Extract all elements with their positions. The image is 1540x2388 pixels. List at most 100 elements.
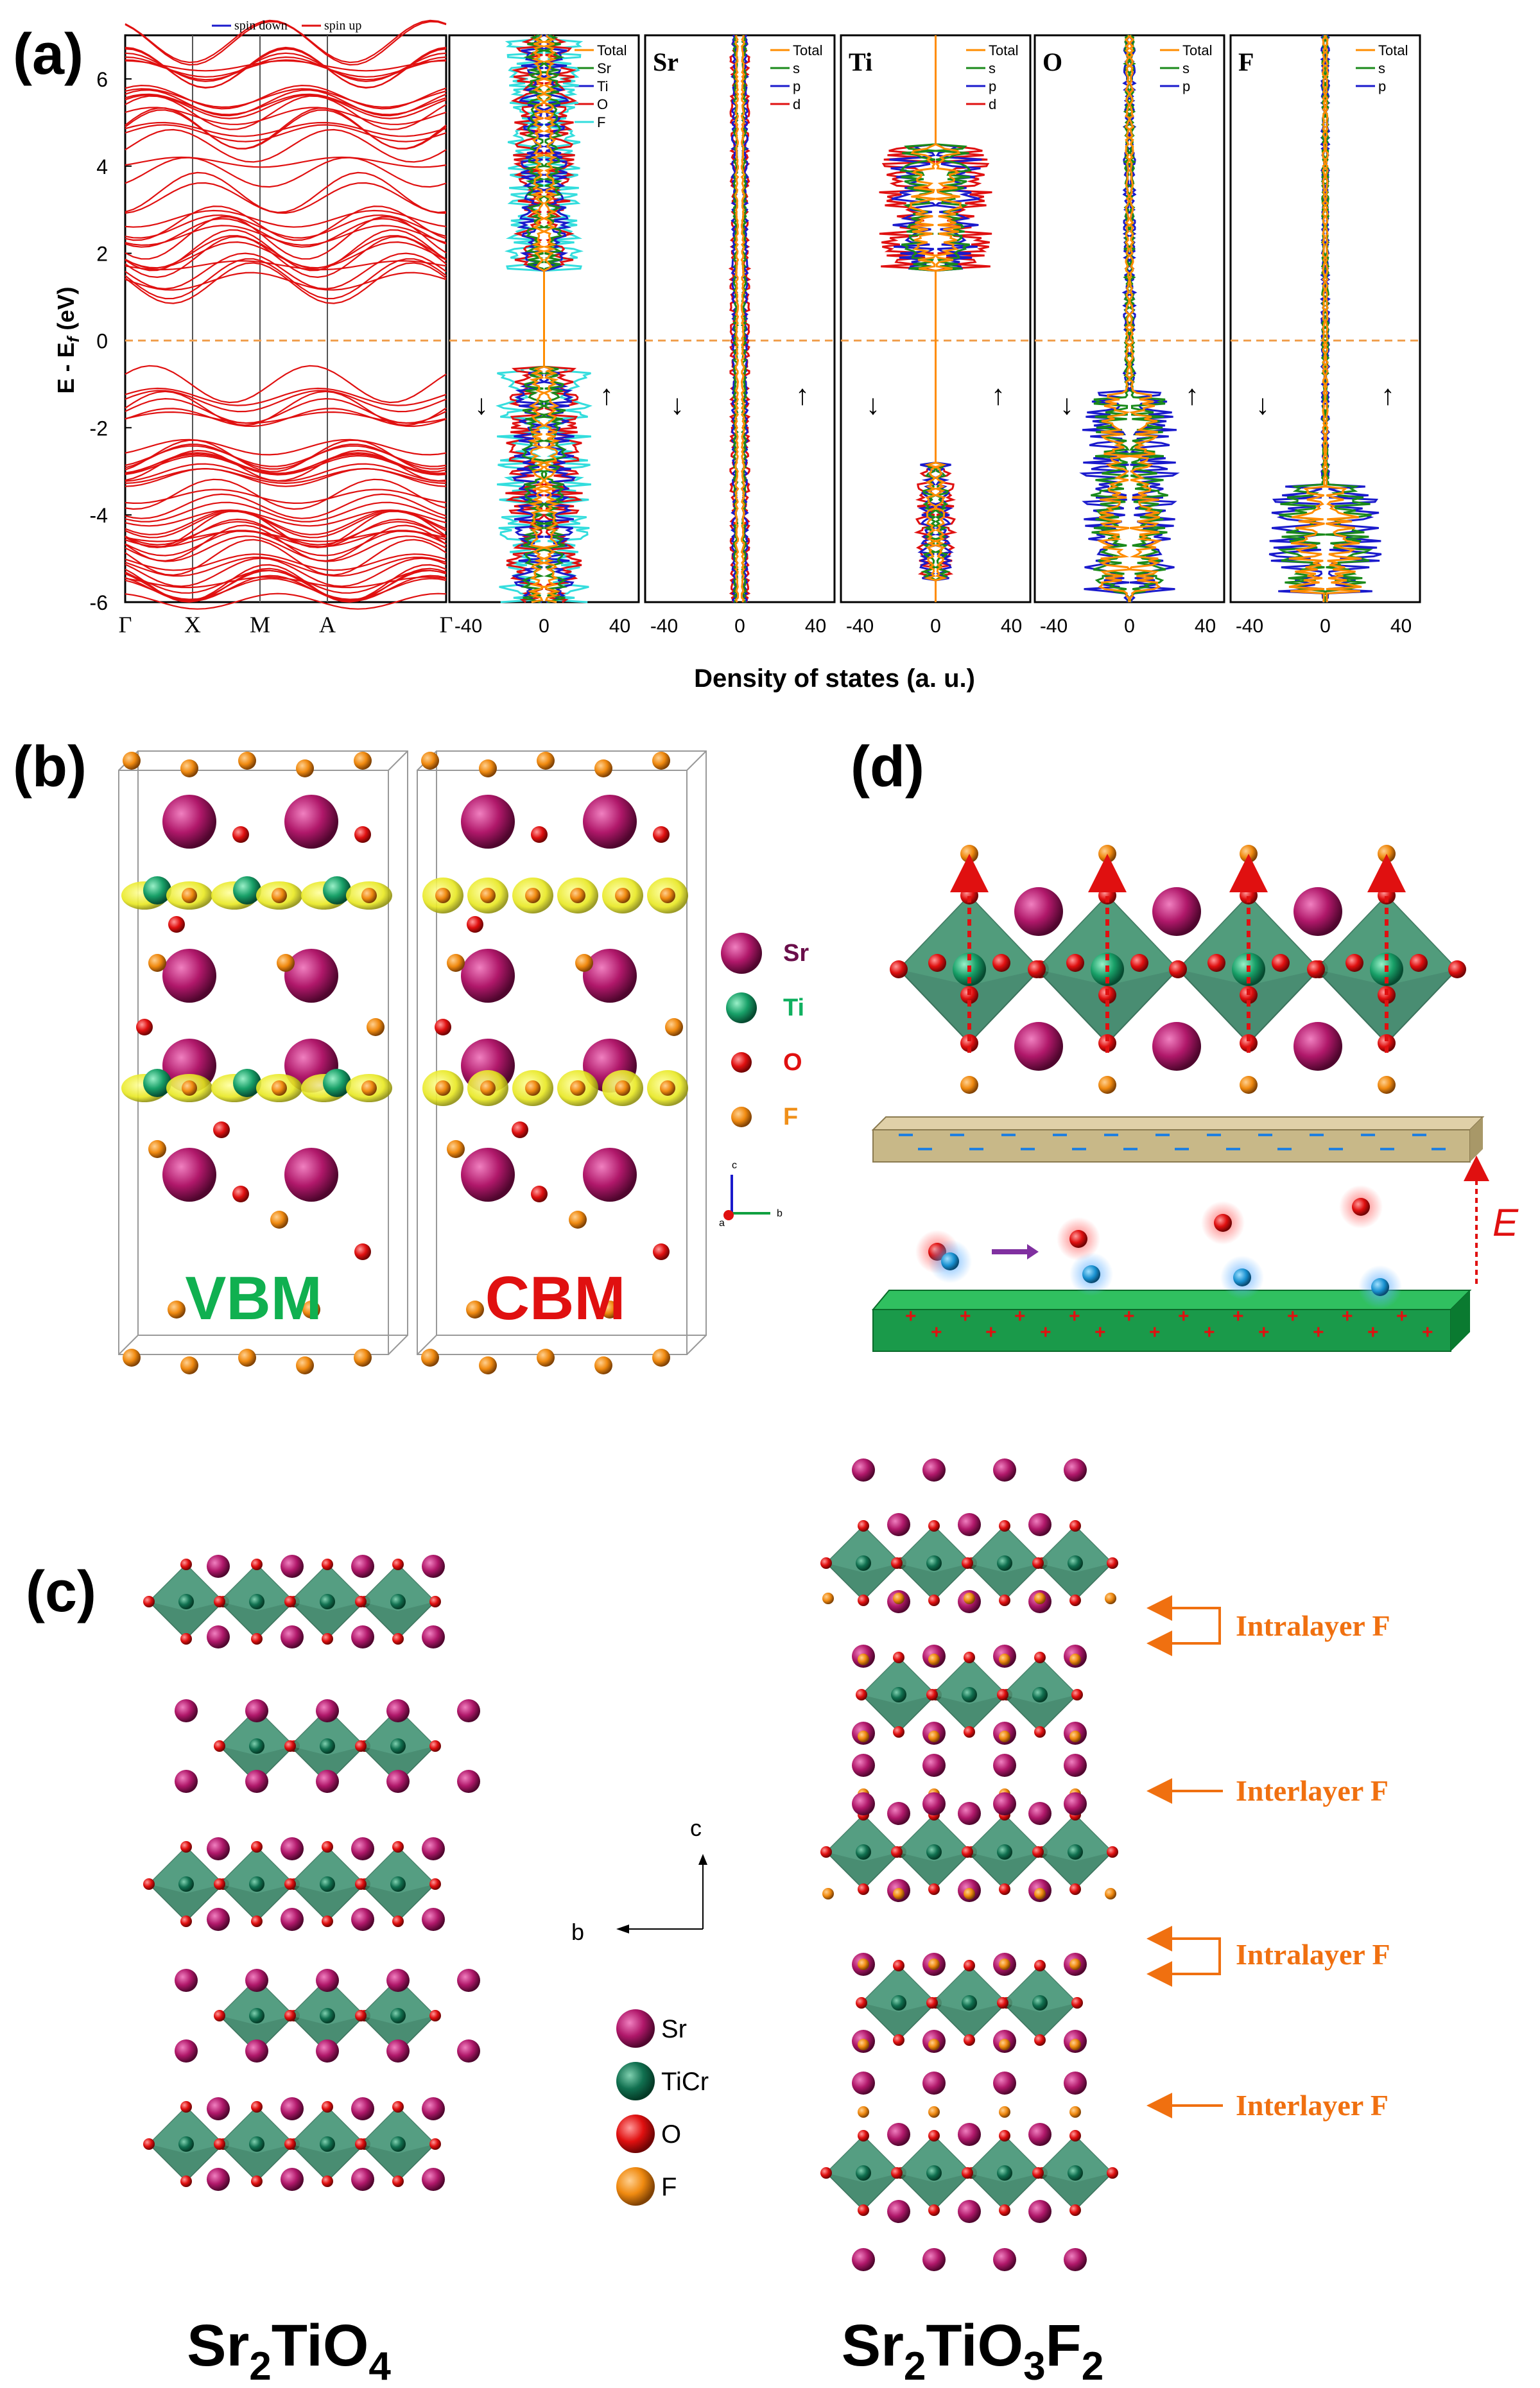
band-line [125, 578, 447, 600]
band-line [125, 478, 447, 510]
oxygen-atom [1169, 960, 1187, 978]
oxygen-atom [429, 2010, 441, 2021]
band-line [125, 171, 447, 214]
oxygen-atom [964, 2034, 975, 2046]
oxygen-atom [856, 1997, 867, 2009]
oxygen-atom [1307, 960, 1325, 978]
strontium-atom [386, 1969, 410, 1992]
fluorine-atom [822, 1593, 834, 1604]
band-line [125, 216, 447, 260]
dos-curve-down [1079, 35, 1132, 603]
strontium-atom [422, 1908, 445, 1931]
panel-label-d: (d) [851, 735, 924, 799]
strontium-atom [1152, 1022, 1201, 1071]
positive-charge: + [1123, 1306, 1135, 1327]
octahedron-face [861, 1657, 936, 1704]
fluorine-atom [367, 1018, 385, 1036]
fluorine-atom [575, 954, 593, 972]
dos-x-tick-label: 40 [1001, 616, 1022, 637]
band-line [125, 128, 447, 163]
dos-curve-down [732, 35, 740, 603]
unit-cell-edge [417, 1335, 437, 1355]
fluorine-atom [447, 954, 465, 972]
dos-legend-label: d [793, 96, 800, 112]
strontium-atom [281, 1555, 304, 1578]
spin-up-arrow: ↑ [600, 379, 614, 411]
unit-cell-edge [686, 750, 707, 771]
annotation-interlayer-f-1: Interlayer F [1236, 1774, 1389, 1807]
octahedron-face [826, 1815, 901, 1862]
oxygen-atom [214, 1596, 225, 1607]
vbm-structure [118, 750, 408, 1374]
oxygen-atom [1207, 954, 1225, 972]
legend-label-sr: Sr [661, 2015, 687, 2043]
octahedron-face [290, 1847, 365, 1894]
oxygen-atom [435, 1019, 451, 1035]
strontium-atom [887, 2123, 910, 2146]
dos-legend-label: d [989, 96, 996, 112]
fluorine-atom [660, 888, 675, 903]
oxygen-atom [392, 2101, 404, 2113]
oxygen-atom [999, 2130, 1010, 2141]
fluorine-atom [893, 1888, 904, 1899]
titanium-atom [249, 1738, 264, 1754]
band-line [125, 156, 447, 168]
strontium-atom [922, 1754, 946, 1777]
dos-x-tick-label: 40 [609, 616, 630, 637]
strontium-atom [281, 2097, 304, 2120]
strontium-atom [207, 1625, 230, 1648]
dos-legend-label: F [597, 114, 605, 130]
strontium-atom [207, 2097, 230, 2120]
titanium-atom [249, 1876, 264, 1892]
legend-atom-o [616, 2115, 655, 2153]
oxygen-atom [392, 1916, 404, 1927]
positive-charge: + [1313, 1322, 1324, 1343]
band-line [125, 260, 447, 271]
titanium-atom [962, 1995, 977, 2011]
oxygen-atom [653, 1243, 670, 1260]
dos-panel-title: F [1238, 48, 1254, 76]
oxygen-atom [214, 2010, 225, 2021]
oxygen-atom [180, 1916, 192, 1927]
fluorine-atom [479, 1356, 497, 1374]
annotation-intralayer-f-1: Intralayer F [1236, 1609, 1390, 1642]
fluorine-atom [858, 2039, 869, 2050]
legend-label-f: F [661, 2173, 677, 2201]
band-line [125, 489, 447, 505]
oxygen-atom [820, 1846, 832, 1858]
titanium-atom [233, 1069, 261, 1097]
negative-plate-top [871, 1116, 1485, 1130]
strontium-atom [281, 1837, 304, 1860]
band-line [125, 535, 447, 562]
oxygen-atom [858, 2130, 869, 2141]
titanium-atom [390, 2008, 406, 2023]
fluorine-atom [238, 752, 256, 770]
octahedron-face [361, 1709, 435, 1756]
oxygen-atom [928, 1520, 940, 1532]
oxygen-atom [180, 1841, 192, 1853]
band-line [125, 439, 447, 472]
band-line [125, 88, 447, 108]
legend-label-ticr: TiCr [661, 2068, 709, 2096]
oxygen-atom [322, 2176, 333, 2187]
positive-charge: + [1342, 1306, 1353, 1327]
fluorine-atom [272, 888, 287, 903]
dos-curve-up [1324, 35, 1362, 603]
oxygen-atom [999, 2204, 1010, 2216]
fluorine-atom [180, 1356, 198, 1374]
oxygen-atom [429, 1596, 441, 1607]
oxygen-atom [251, 1559, 263, 1570]
oxygen-atom [180, 2101, 192, 2113]
oxygen-atom [1272, 954, 1290, 972]
unit-cell-back [436, 750, 707, 1336]
strontium-atom [207, 2168, 230, 2191]
dos-frame [1034, 34, 1225, 603]
fluorine-atom [480, 1080, 496, 1096]
oxygen-atom [999, 1595, 1010, 1606]
oxygen-atom [1066, 954, 1084, 972]
fluorine-atom [302, 1301, 320, 1319]
titanium-atom [249, 2136, 264, 2152]
